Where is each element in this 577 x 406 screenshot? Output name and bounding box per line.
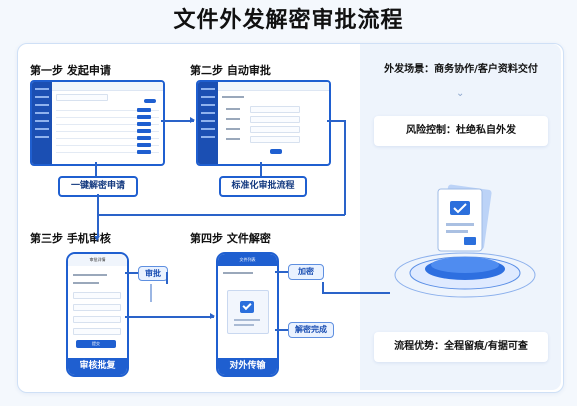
- arrow-right-icon: [190, 117, 195, 123]
- apply-screen: [30, 80, 165, 166]
- standard-flow-button[interactable]: 标准化审批流程: [219, 176, 307, 197]
- step2-label: 第二步 自动审批: [190, 64, 271, 77]
- step4-label: 第四步 文件解密: [190, 232, 271, 245]
- screen-topbar: [52, 82, 163, 91]
- connector-line: [344, 120, 346, 215]
- table-row: [56, 150, 159, 154]
- transfer-button[interactable]: 对外传输: [218, 358, 277, 375]
- connector-line: [161, 120, 194, 122]
- connector-line: [322, 292, 390, 294]
- form-label: [226, 118, 240, 120]
- query-button: [144, 99, 156, 103]
- connector-line: [150, 284, 152, 302]
- transfer-phone: 文件列表 对外传输: [216, 252, 279, 377]
- form-field: [250, 116, 300, 123]
- connector-line: [166, 272, 168, 284]
- phone-field: [73, 304, 121, 311]
- table-row: [56, 115, 159, 119]
- connector-line: [260, 162, 262, 176]
- table-row: [56, 143, 159, 147]
- approve-tag: 审批: [138, 266, 168, 281]
- form-title: [222, 96, 244, 98]
- screen-sidebar: [198, 82, 218, 164]
- review-phone: 审批详情 提交 审核批复: [66, 252, 129, 377]
- arrow-right-icon: [210, 313, 215, 319]
- submit-button: [270, 149, 282, 154]
- connector-line: [275, 271, 288, 273]
- advantage-card: 流程优势：全程留痕/有据可查: [374, 332, 548, 362]
- connector-line: [95, 162, 97, 176]
- approval-screen: [196, 80, 331, 166]
- phone-header: 审批详情: [68, 254, 127, 266]
- connector-line: [125, 316, 214, 318]
- connector-line: [327, 120, 345, 122]
- phone-text: [73, 274, 107, 276]
- decrypt-done-tag: 解密完成: [288, 322, 334, 338]
- chevron-down-icon: ⌄: [456, 88, 465, 99]
- checkmark-icon: [240, 300, 254, 313]
- connector-line: [97, 214, 99, 236]
- connector-line: [97, 194, 99, 214]
- form-field: [250, 136, 300, 143]
- table-row: [56, 129, 159, 133]
- document-icon: [227, 290, 269, 334]
- arrow-down-icon: [94, 236, 100, 241]
- connector-line: [125, 272, 138, 274]
- phone-header: 文件列表: [218, 254, 277, 266]
- risk-card: 风险控制：杜绝私自外发: [374, 116, 548, 146]
- phone-field: [73, 316, 121, 323]
- phone-text: [223, 272, 253, 274]
- search-field: [56, 94, 108, 101]
- scene-text: 外发场景：商务协作/客户资料交付: [384, 64, 538, 75]
- table-row: [56, 108, 159, 112]
- review-button[interactable]: 审核批复: [68, 358, 127, 375]
- table-row: [56, 136, 159, 140]
- screen-sidebar: [32, 82, 52, 164]
- phone-field: [73, 292, 121, 299]
- platform-icon: [394, 184, 536, 298]
- form-label: [226, 108, 240, 110]
- phone-submit-button: 提交: [76, 340, 116, 348]
- form-field: [250, 106, 300, 113]
- phone-field: [73, 328, 121, 335]
- step1-label: 第一步 发起申请: [30, 64, 111, 77]
- table-row: [56, 122, 159, 126]
- form-label: [226, 138, 240, 140]
- form-field: [250, 126, 300, 133]
- connector-line: [275, 329, 288, 331]
- form-label: [226, 128, 240, 130]
- step3-label: 第三步 手机审核: [30, 232, 111, 245]
- connector-line: [97, 214, 345, 216]
- screen-topbar: [218, 82, 329, 91]
- page-title: 文件外发解密审批流程: [173, 8, 404, 33]
- phone-text: [73, 282, 99, 284]
- connector-line: [322, 282, 324, 293]
- encrypt-tag: 加密: [288, 264, 324, 280]
